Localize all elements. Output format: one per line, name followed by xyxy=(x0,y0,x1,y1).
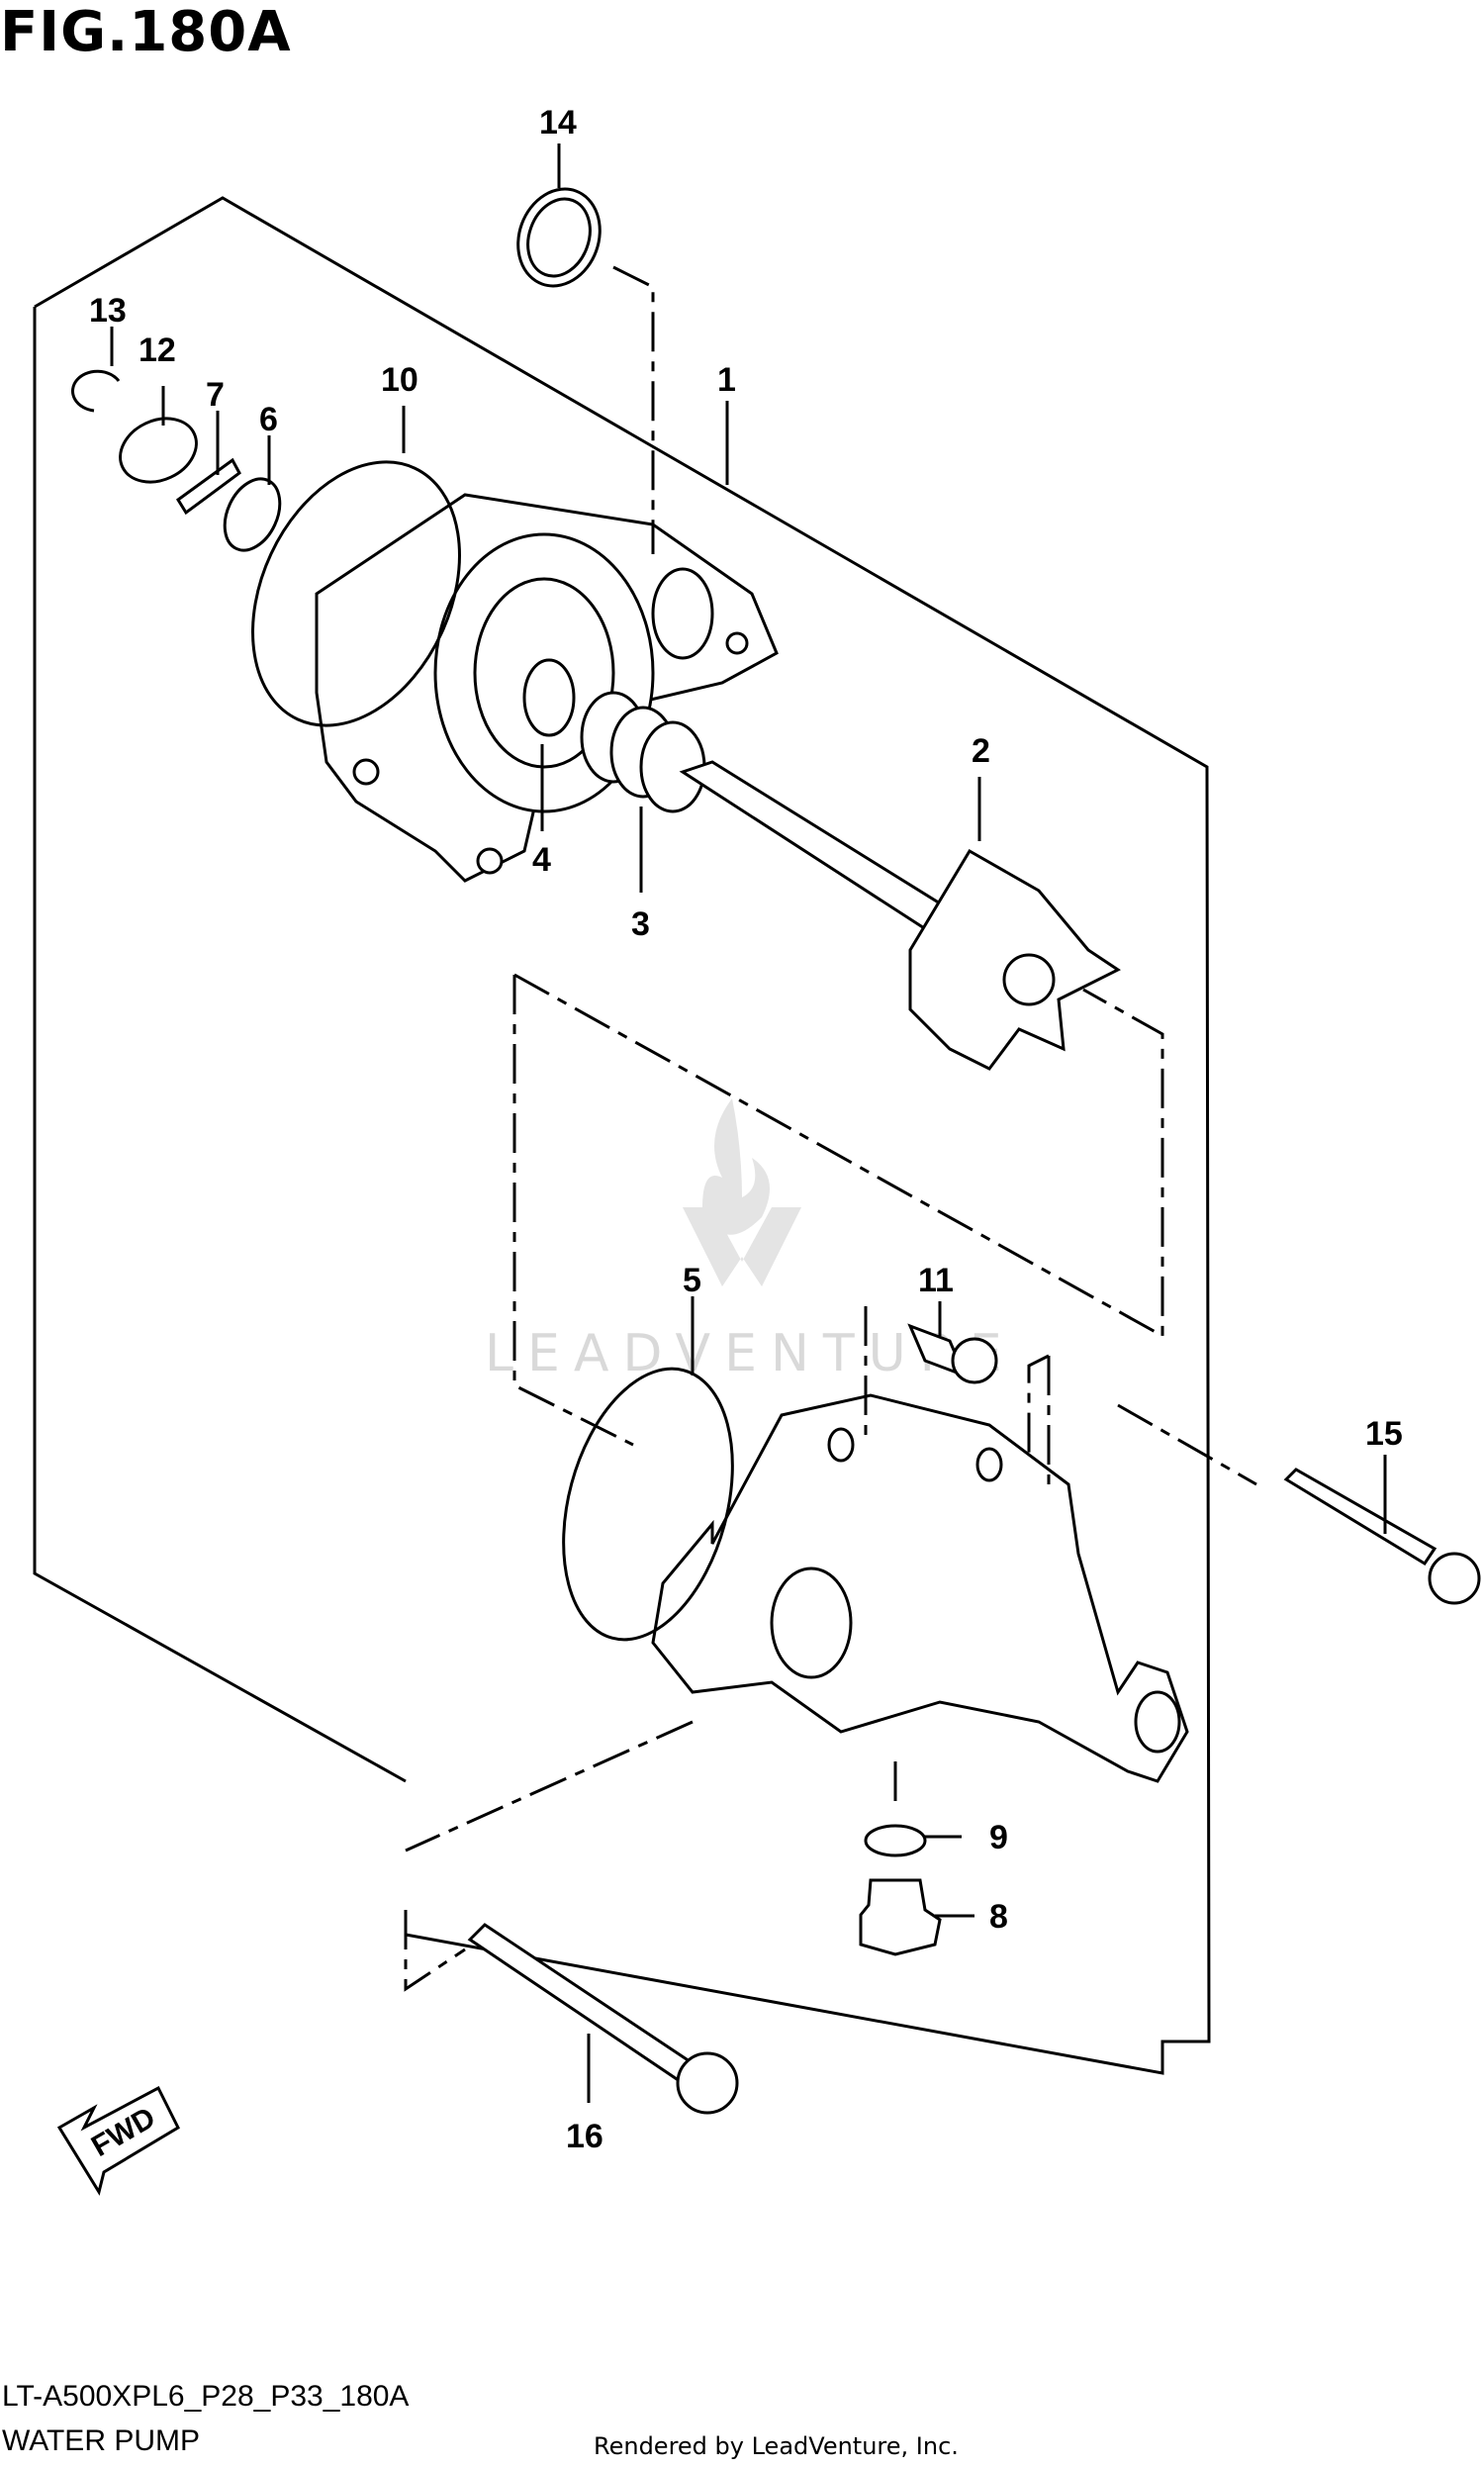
callout-3: 3 xyxy=(631,905,650,943)
callout-7: 7 xyxy=(206,376,225,414)
drain-plug-8 xyxy=(859,1878,942,1956)
callout-12: 12 xyxy=(139,332,176,369)
o-ring-14 xyxy=(516,187,602,288)
pin-7 xyxy=(175,457,241,516)
callout-2: 2 xyxy=(972,732,990,770)
e-clip-13 xyxy=(71,369,121,413)
callout-10: 10 xyxy=(381,361,418,399)
oil-seal-4 xyxy=(522,658,576,737)
callout-1: 1 xyxy=(717,361,736,399)
callout-9: 9 xyxy=(989,1819,1008,1856)
impeller-2 xyxy=(679,760,1121,1071)
o-ring-10 xyxy=(251,460,461,727)
section-name: WATER PUMP xyxy=(2,2424,200,2457)
washer-9 xyxy=(864,1824,927,1857)
callout-leaders xyxy=(110,143,1387,2103)
watermark: LEADVENTURE xyxy=(485,1098,1002,1383)
callout-15: 15 xyxy=(1365,1415,1403,1453)
fwd-arrow-icon: FWD xyxy=(56,2085,180,2196)
callout-5: 5 xyxy=(683,1262,701,1299)
mechanical-seal-3 xyxy=(580,691,706,813)
callout-16: 16 xyxy=(566,2118,603,2155)
bolt-16 xyxy=(467,1923,695,2086)
callout-14: 14 xyxy=(539,104,577,142)
assembly-frame xyxy=(33,196,1211,2075)
callout-4: 4 xyxy=(532,841,551,879)
seal-12 xyxy=(119,417,198,484)
callout-13: 13 xyxy=(89,292,127,330)
leader-lines xyxy=(404,265,1257,1992)
bolt-15 xyxy=(1283,1468,1438,1567)
figure-title: FIG.180A xyxy=(0,0,292,64)
callout-8: 8 xyxy=(989,1898,1008,1936)
pump-housing xyxy=(315,493,779,883)
pump-cover xyxy=(651,1393,1189,1783)
callout-11: 11 xyxy=(918,1262,954,1299)
diagram-code: LT-A500XPL6_P28_P33_180A xyxy=(2,2380,410,2413)
o-ring-5 xyxy=(562,1367,734,1642)
callout-6: 6 xyxy=(259,401,278,438)
render-credit: Rendered by LeadVenture, Inc. xyxy=(594,2432,959,2460)
